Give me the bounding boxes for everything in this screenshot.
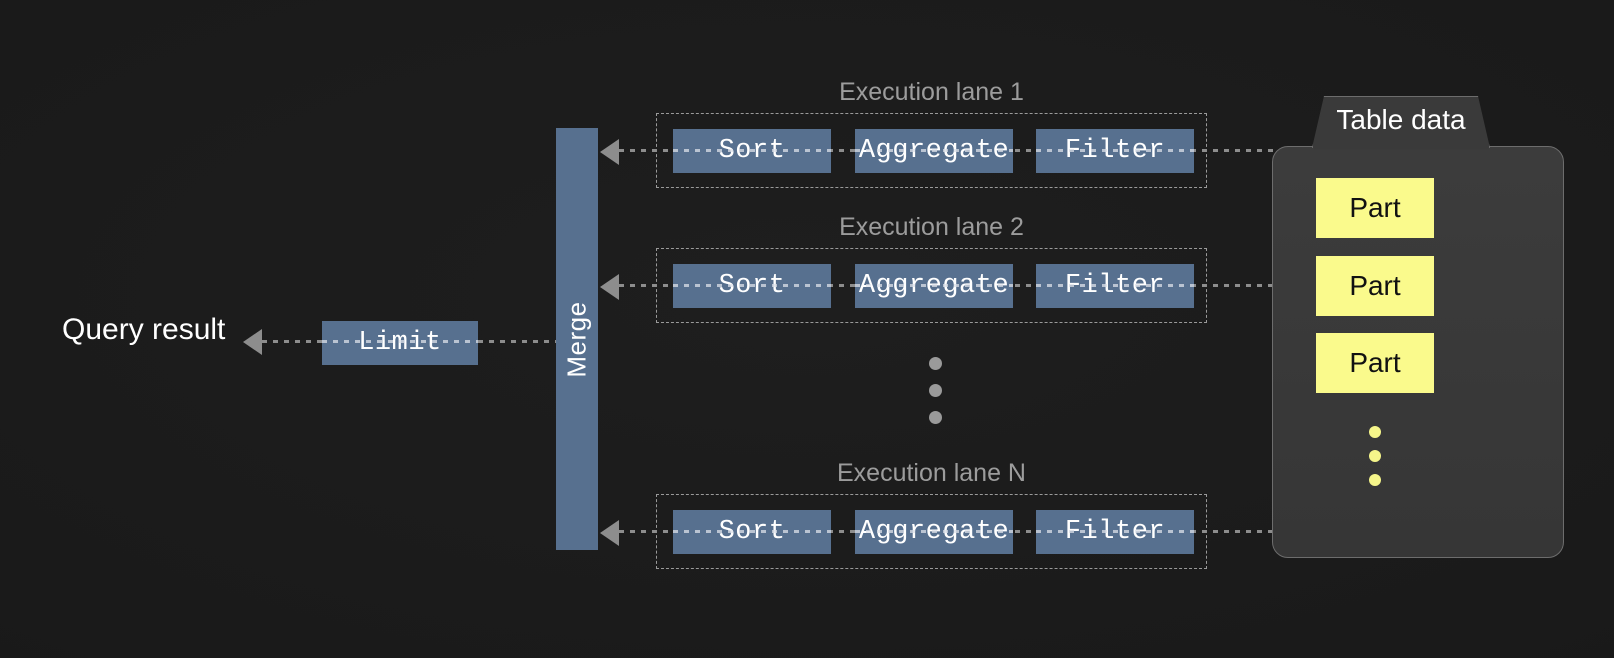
arrow-lanen-to-merge-icon — [600, 520, 619, 546]
operator-merge[interactable]: Merge — [556, 128, 598, 550]
part-box-1[interactable]: Part — [1316, 178, 1434, 238]
connector-through-filter-lane1 — [1036, 149, 1194, 152]
lane-label-2: Execution lane 2 — [839, 213, 1024, 241]
connector-through-sort-lane1 — [673, 149, 831, 152]
lane-ellipsis-dot — [929, 384, 942, 397]
connector-through-limit — [322, 340, 478, 343]
part-box-3[interactable]: Part — [1316, 333, 1434, 393]
operator-limit[interactable]: Limit — [322, 321, 478, 365]
table-data-ellipsis-dot — [1369, 474, 1381, 486]
arrow-to-query-result-icon — [243, 329, 262, 355]
connector-through-aggregate-lanen — [855, 530, 1013, 533]
connector-through-aggregate-lane2 — [855, 284, 1013, 287]
table-data-ellipsis-dot — [1369, 450, 1381, 462]
arrow-lane2-to-merge-icon — [600, 274, 619, 300]
lane-ellipsis-dot — [929, 357, 942, 370]
query-result-label: Query result — [62, 313, 226, 346]
merge-label: Merge — [561, 300, 592, 378]
table-data-tab-fill — [1314, 98, 1489, 150]
lane-ellipsis-dot — [929, 411, 942, 424]
connector-limit-to-query-result — [262, 340, 326, 343]
table-data-title: Table data — [1336, 104, 1466, 135]
table-data-ellipsis — [1369, 426, 1381, 498]
table-data-panel[interactable]: Table data Part Part Part — [1272, 96, 1564, 558]
table-data-ellipsis-dot — [1369, 426, 1381, 438]
connector-through-filter-lanen — [1036, 530, 1194, 533]
lane-label-1: Execution lane 1 — [839, 78, 1024, 106]
connector-merge-to-limit — [478, 340, 558, 343]
connector-through-filter-lane2 — [1036, 284, 1194, 287]
connector-through-sort-lane2 — [673, 284, 831, 287]
lane-ellipsis — [929, 357, 942, 438]
arrow-lane1-to-merge-icon — [600, 139, 619, 165]
connector-through-sort-lanen — [673, 530, 831, 533]
lane-label-n: Execution lane N — [836, 459, 1026, 487]
connector-through-aggregate-lane1 — [855, 149, 1013, 152]
part-box-2[interactable]: Part — [1316, 256, 1434, 316]
